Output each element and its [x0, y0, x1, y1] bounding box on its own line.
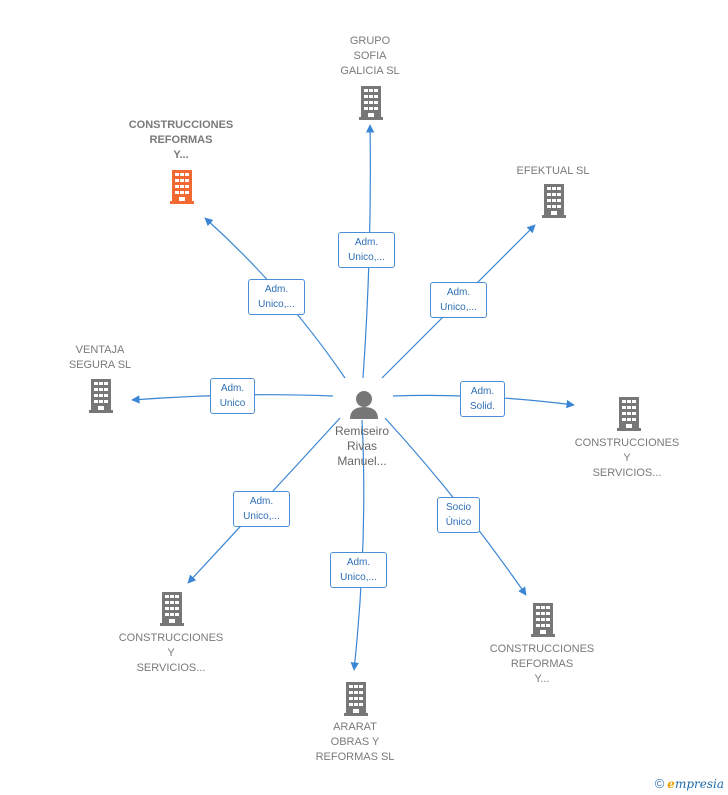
- role-badge-ventaja: Adm. Unico: [210, 378, 255, 414]
- role-badge-construcciones-servicios-left: Adm. Unico,...: [233, 491, 290, 527]
- company-label-ventaja[interactable]: VENTAJA SEGURA SL: [68, 344, 132, 371]
- role-badge-grupo-sofia: Adm. Unico,...: [338, 232, 395, 268]
- company-label-construcciones-reformas-top[interactable]: CONSTRUCCIONES REFORMAS Y...: [128, 119, 234, 161]
- person-icon[interactable]: [350, 391, 378, 419]
- building-icon[interactable]: [531, 603, 555, 637]
- role-badge-construcciones-servicios-right: Adm. Solid.: [460, 381, 505, 417]
- building-icon[interactable]: [359, 86, 383, 120]
- company-label-grupo-sofia[interactable]: GRUPO SOFIA GALICIA SL: [340, 35, 400, 77]
- role-badge-construcciones-reformas-top: Adm. Unico,...: [248, 279, 305, 315]
- company-label-ararat[interactable]: ARARAT OBRAS Y REFORMAS SL: [315, 721, 395, 763]
- company-label-efektual[interactable]: EFEKTUAL SL: [516, 165, 590, 177]
- company-label-construcciones-servicios-left[interactable]: CONSTRUCCIONES Y SERVICIOS...: [118, 632, 224, 674]
- role-badge-ararat: Adm. Unico,...: [330, 552, 387, 588]
- building-icon[interactable]: [344, 682, 368, 716]
- footer-brand[interactable]: ©empresia: [655, 776, 724, 791]
- role-badge-construcciones-reformas-bottom: Socio Único: [437, 497, 480, 533]
- person-name-label[interactable]: Remiseiro Rivas Manuel...: [334, 424, 389, 468]
- building-icon[interactable]: [160, 592, 184, 626]
- company-label-construcciones-servicios-right[interactable]: CONSTRUCCIONES Y SERVICIOS...: [574, 437, 680, 479]
- building-icon[interactable]: [89, 379, 113, 413]
- company-label-construcciones-reformas-bottom[interactable]: CONSTRUCCIONES REFORMAS Y...: [489, 643, 595, 685]
- building-icon[interactable]: [542, 184, 566, 218]
- building-icon[interactable]: [617, 397, 641, 431]
- copyright-icon: ©: [654, 776, 665, 791]
- edge-ararat: [350, 419, 365, 671]
- empresia-logo: empresia: [667, 777, 724, 791]
- role-badge-efektual: Adm. Unico,...: [430, 282, 487, 318]
- building-highlight-icon[interactable]: [170, 170, 194, 204]
